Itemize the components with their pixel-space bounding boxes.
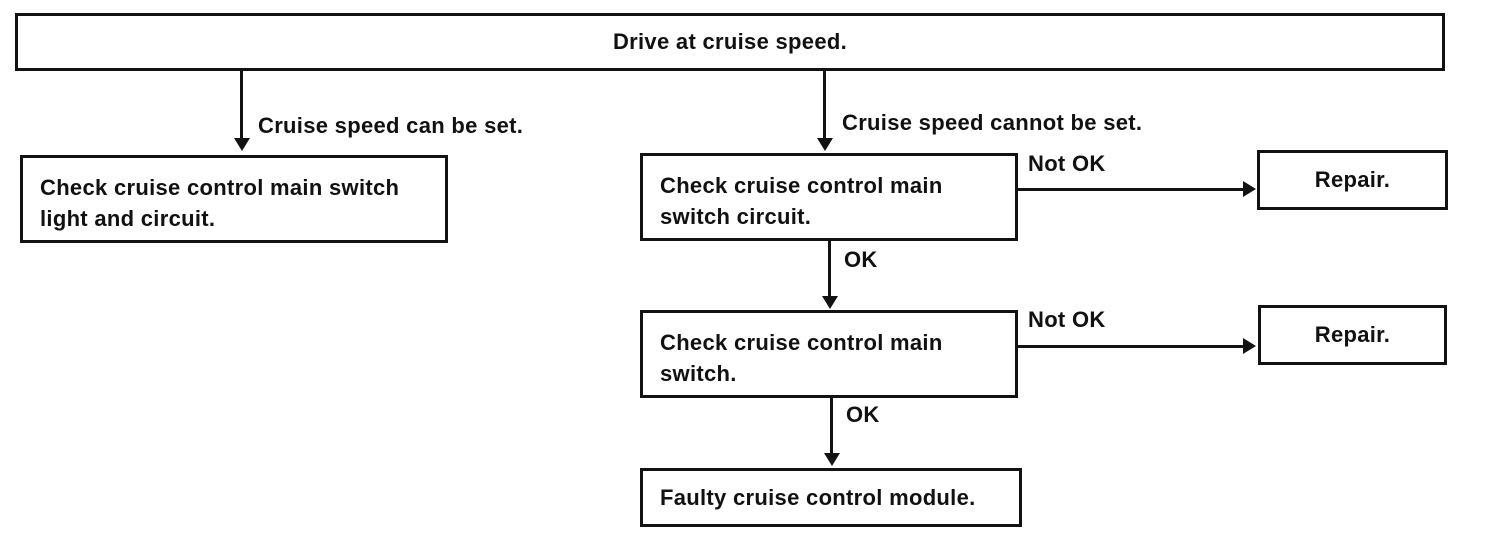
step1-box: Check cruise control main switch circuit… bbox=[640, 153, 1018, 241]
repair2-box: Repair. bbox=[1258, 305, 1447, 365]
step2-box: Check cruise control main switch. bbox=[640, 310, 1018, 398]
left-action-line-2: light and circuit. bbox=[40, 206, 216, 231]
arrow-down-icon bbox=[817, 138, 833, 151]
step1-not-ok-label: Not OK bbox=[1028, 151, 1106, 176]
step1-ok-label: OK bbox=[844, 247, 878, 272]
step1-line-2: switch circuit. bbox=[660, 204, 812, 229]
arrow-down-icon bbox=[234, 138, 250, 151]
repair1-box: Repair. bbox=[1257, 150, 1448, 210]
arrow-line bbox=[823, 71, 826, 139]
arrow-line bbox=[1018, 345, 1246, 348]
arrow-line bbox=[240, 71, 243, 139]
arrow-right-icon bbox=[1243, 338, 1256, 354]
left-action-line-1: Check cruise control main switch bbox=[40, 175, 400, 200]
arrow-down-icon bbox=[822, 296, 838, 309]
root-box-label: Drive at cruise speed. bbox=[612, 29, 848, 54]
step2-line-1: Check cruise control main bbox=[660, 330, 943, 355]
left-condition-label: Cruise speed can be set. bbox=[258, 113, 524, 138]
arrow-down-icon bbox=[824, 453, 840, 466]
repair2-label: Repair. bbox=[1314, 322, 1391, 347]
step2-not-ok-label: Not OK bbox=[1028, 307, 1106, 332]
step1-line-1: Check cruise control main bbox=[660, 173, 943, 198]
repair1-label: Repair. bbox=[1314, 167, 1391, 192]
left-action-box: Check cruise control main switch light a… bbox=[20, 155, 448, 243]
arrow-right-icon bbox=[1243, 181, 1256, 197]
right-condition-label: Cruise speed cannot be set. bbox=[842, 110, 1143, 135]
conclusion-label: Faulty cruise control module. bbox=[660, 484, 976, 510]
conclusion-box: Faulty cruise control module. bbox=[640, 468, 1022, 527]
arrow-line bbox=[1018, 188, 1246, 191]
root-box: Drive at cruise speed. bbox=[15, 13, 1445, 71]
arrow-line bbox=[828, 241, 831, 297]
arrow-line bbox=[830, 398, 833, 454]
step2-ok-label: OK bbox=[846, 402, 880, 427]
step2-line-2: switch. bbox=[660, 361, 737, 386]
